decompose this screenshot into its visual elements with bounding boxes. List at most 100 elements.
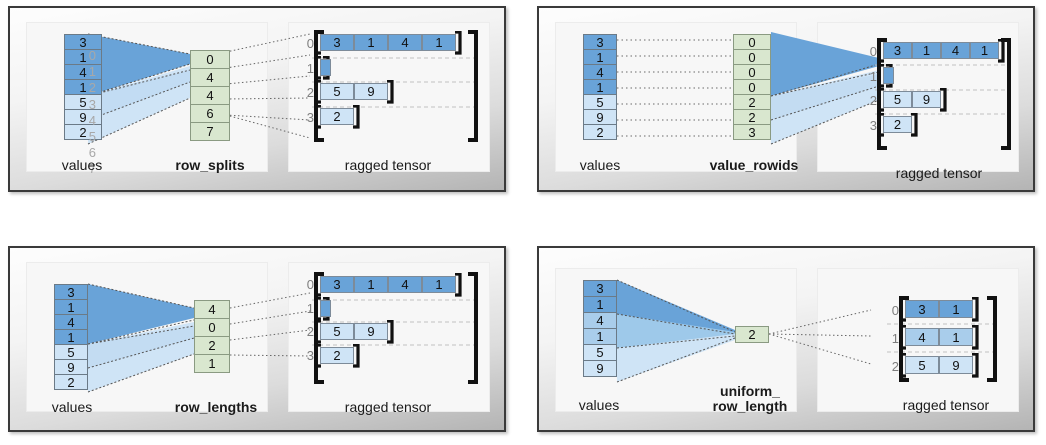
value-cell: 5 [64, 94, 102, 110]
value-cell: 4 [54, 314, 88, 330]
value-index-label: 0 [88, 48, 96, 63]
tensor-row-bracket [877, 88, 947, 112]
tensor-value-cell: 1 [939, 328, 973, 346]
value-cell: 9 [583, 109, 617, 125]
struct-cell: 2 [733, 109, 771, 125]
struct-caption: row_lengths [174, 399, 258, 415]
tensor-value-cell: 4 [941, 42, 970, 59]
struct-caption: row_splits [175, 157, 245, 173]
tensor-caption: ragged tensor [344, 157, 432, 173]
tensor-value-cell: 1 [354, 276, 388, 293]
struct-column: 2 [735, 326, 769, 343]
struct-cell: 2 [733, 94, 771, 110]
struct-cell: 0 [733, 64, 771, 80]
value-cell: 4 [583, 312, 617, 329]
tensor-value-cell: 3 [320, 276, 354, 293]
tensor-row-bracket [877, 112, 918, 137]
struct-cell: 6 [190, 104, 230, 123]
tensor-value-cell: 3 [905, 300, 939, 318]
tensor-value-cell: 9 [939, 356, 973, 374]
struct-cell: 0 [194, 318, 230, 337]
tensor-value-cell: 4 [905, 328, 939, 346]
struct-cell: 2 [194, 336, 230, 355]
tensor-row-label: 3 [306, 347, 314, 363]
value-cell: 1 [583, 328, 617, 345]
struct-cell: 2 [735, 326, 769, 343]
value-cell: 1 [583, 49, 617, 65]
tensor-value-cell: 1 [354, 34, 388, 51]
tensor-row-label: 0 [891, 303, 899, 318]
tensor-value-cell: 5 [320, 83, 354, 100]
tensor-value-cell: 1 [422, 34, 456, 51]
struct-caption: uniform_ row_length [712, 383, 788, 415]
tensor-row-bracket [314, 31, 462, 55]
tensor-row-bracket [899, 325, 979, 350]
tensor-value-cell: 5 [883, 91, 912, 108]
tensor-value-cell: 9 [354, 323, 388, 340]
value-cell: 1 [583, 296, 617, 313]
struct-cell: 1 [194, 354, 230, 373]
tensor-value-cell: 9 [912, 91, 941, 108]
tensor-row-label: 2 [891, 359, 899, 374]
values-caption: values [61, 157, 103, 173]
tensor-row-bracket [314, 80, 394, 104]
values-caption: values [579, 157, 621, 173]
tensor-value-cell: 1 [912, 42, 941, 59]
value-cell: 9 [583, 360, 617, 377]
value-cell: 1 [54, 329, 88, 345]
tensor-value-cell: 2 [320, 346, 354, 364]
tensor-value-cell: 5 [905, 356, 939, 374]
struct-cell: 3 [733, 124, 771, 140]
values-caption: values [51, 399, 93, 415]
struct-cell: 4 [194, 300, 230, 319]
value-cell: 2 [64, 124, 102, 140]
value-index-label: 6 [88, 145, 96, 161]
tensor-value-cell: 2 [320, 107, 354, 125]
tensor-row-label: 0 [306, 277, 314, 292]
value-cell: 4 [583, 64, 617, 80]
value-cell: 2 [54, 374, 88, 390]
tensor-row-label: 3 [869, 117, 877, 133]
tensor-caption: ragged tensor [344, 399, 432, 415]
value-cell: 3 [54, 284, 88, 300]
tensor-value-cell: 1 [422, 276, 456, 293]
tensor-row-label: 3 [306, 109, 314, 125]
struct-cell: 0 [733, 34, 771, 50]
tensor-value-cell: 1 [970, 42, 999, 59]
tensor-row-bracket [314, 320, 394, 344]
tensor-value-cell: 4 [388, 34, 422, 51]
tensor-row-label: 0 [306, 36, 314, 51]
value-index-label: 1 [88, 64, 96, 80]
tensor-row-label: 2 [306, 324, 314, 339]
tensor-row-bracket [314, 104, 360, 129]
tensor-value-cell: 5 [320, 323, 354, 340]
tensor-row-bracket [314, 343, 360, 368]
value-cell: 5 [583, 94, 617, 110]
tensor-row-label: 0 [869, 44, 877, 59]
struct-cell: 4 [190, 86, 230, 105]
tensor-value-cell: 3 [320, 34, 354, 51]
tensor-row-label: 1 [891, 331, 899, 346]
struct-cell: 0 [733, 79, 771, 95]
value-index-label: 7 [88, 161, 96, 177]
tensor-row-bracket [899, 297, 979, 322]
value-cell: 5 [54, 344, 88, 360]
value-cell: 5 [583, 344, 617, 361]
tensor-empty-row-cell [883, 66, 894, 84]
values-box [26, 22, 268, 172]
value-cell: 9 [54, 359, 88, 375]
tensor-row-label: 1 [869, 68, 877, 84]
struct-caption: value_rowids [709, 157, 799, 173]
struct-cell: 4 [190, 68, 230, 87]
